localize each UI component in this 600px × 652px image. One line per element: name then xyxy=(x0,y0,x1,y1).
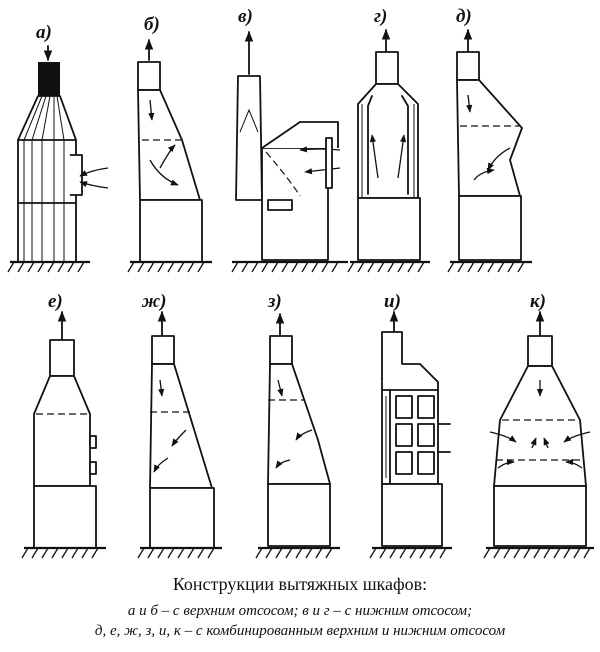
caption-title: Конструкции вытяжных шкафов: xyxy=(172,574,428,594)
label-e: е) xyxy=(48,291,63,312)
label-d: д) xyxy=(456,6,472,27)
label-i: и) xyxy=(384,291,401,312)
fume-hood-diagram: а) б) xyxy=(7,6,594,559)
hood-e: е) xyxy=(21,291,106,559)
hood-zh: ж) xyxy=(137,291,222,559)
label-a: а) xyxy=(36,22,52,43)
label-zh: ж) xyxy=(141,291,166,312)
hood-d: д) xyxy=(447,6,532,273)
hood-i: и) xyxy=(369,291,452,559)
hood-v: в) xyxy=(231,6,348,273)
label-b: б) xyxy=(144,14,160,35)
hood-a: а) xyxy=(7,22,109,273)
label-k: к) xyxy=(530,291,546,312)
hood-b: б) xyxy=(127,14,212,273)
hood-g: г) xyxy=(347,6,430,273)
hood-z: з) xyxy=(255,291,340,559)
label-v: в) xyxy=(238,6,253,27)
figure-caption: Конструкции вытяжных шкафов: а и б – с в… xyxy=(0,574,600,641)
label-z: з) xyxy=(267,291,282,312)
hood-k: к) xyxy=(483,291,594,559)
caption-line-2: д, е, ж, з, и, к – с комбинированным вер… xyxy=(94,623,506,639)
caption-line-1: а и б – с верхним отсосом; в и г – с ниж… xyxy=(127,603,473,619)
label-g: г) xyxy=(374,6,387,27)
